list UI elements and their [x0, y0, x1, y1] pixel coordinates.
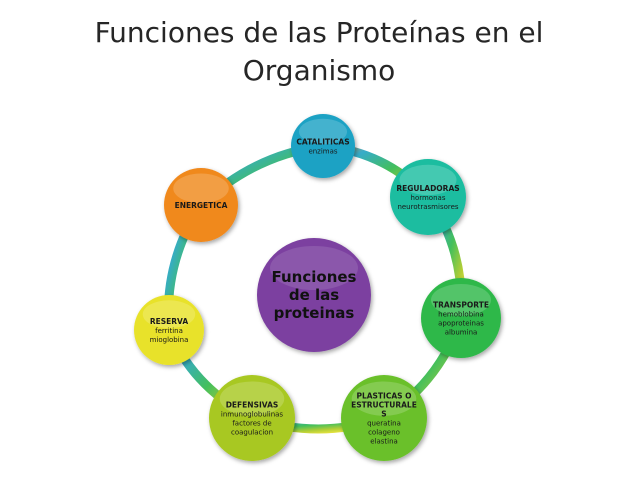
- page-title: Funciones de las Proteínas en el Organis…: [0, 14, 638, 90]
- center-circle: [257, 238, 371, 352]
- function-node-highlight: [142, 300, 196, 329]
- function-node-title: PLASTICAS O: [356, 392, 411, 401]
- function-node-title: DEFENSIVAS: [226, 401, 279, 410]
- function-node-title: ESTRUCTURALE: [351, 401, 417, 410]
- function-node-detail: enzimas: [308, 148, 337, 156]
- function-node-energetica: ENERGETICA: [164, 168, 238, 242]
- function-node-highlight: [431, 284, 491, 316]
- function-node-detail: coagulacion: [231, 429, 273, 437]
- function-node-circle: [209, 375, 295, 461]
- function-node-detail: factores de: [232, 420, 271, 428]
- function-node-detail: apoproteinas: [438, 320, 484, 328]
- function-node-detail: hemoblobina: [438, 311, 484, 319]
- function-node-title: ENERGETICA: [175, 201, 228, 210]
- center-label-line: proteinas: [274, 304, 355, 322]
- function-node-circle: [164, 168, 238, 242]
- function-node-detail: elastina: [370, 438, 398, 446]
- title-line-1: Funciones de las Proteínas en el: [94, 16, 544, 49]
- function-node-circle: [421, 278, 501, 358]
- title-line-2: Organismo: [242, 54, 396, 87]
- function-node-detail: mioglobina: [150, 336, 189, 344]
- function-node-highlight: [399, 164, 457, 196]
- function-node-highlight: [351, 381, 417, 416]
- function-node-highlight: [299, 118, 347, 145]
- function-node-circle: [291, 114, 355, 178]
- function-node-title: S: [381, 410, 386, 419]
- function-node-title: TRANSPORTE: [433, 301, 489, 310]
- function-node-plasticas: PLASTICAS OESTRUCTURALESqueratinacolagen…: [341, 375, 427, 461]
- function-node-detail: queratina: [367, 420, 401, 428]
- center-label-line: Funciones: [272, 268, 357, 286]
- center-label-line: de las: [289, 286, 339, 304]
- function-node-title: REGULADORAS: [396, 184, 459, 193]
- function-node-highlight: [219, 381, 285, 416]
- function-node-detail: neurotrasmisores: [397, 203, 458, 211]
- function-node-circle: [390, 159, 466, 235]
- function-node-circle: [134, 295, 204, 365]
- function-node-title: RESERVA: [150, 317, 188, 326]
- function-node-detail: albumina: [445, 329, 478, 337]
- function-node-highlight: [173, 173, 229, 204]
- function-node-detail: hormonas: [411, 194, 446, 202]
- function-node-detail: ferritina: [155, 327, 183, 335]
- function-node-detail: colageno: [368, 429, 400, 437]
- function-node-circle: [341, 375, 427, 461]
- function-node-transporte: TRANSPORTEhemoblobinaapoproteinasalbumin…: [421, 278, 501, 358]
- center-highlight: [270, 246, 358, 290]
- function-node-title: CATALITICAS: [296, 138, 349, 147]
- function-node-detail: inmunoglobulinas: [221, 411, 284, 419]
